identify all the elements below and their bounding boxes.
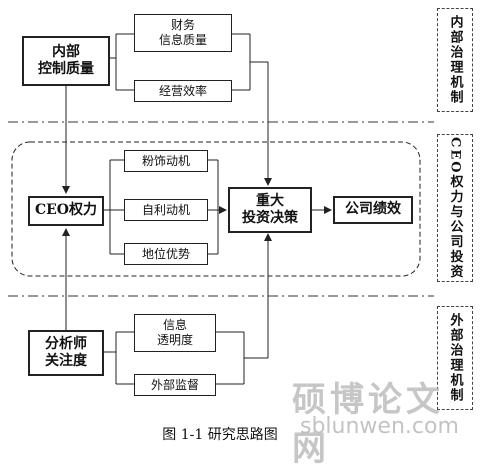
node-motive-self: 自利动机 (124, 199, 208, 221)
diagram-canvas: 内部治理机制 CEO权力与公司投资 外部治理机制 内部 控制质量 财务 信息质量… (8, 8, 473, 469)
node-fin-info: 财务 信息质量 (134, 14, 232, 52)
node-ceo-power: CEO权力 (28, 196, 104, 226)
node-performance: 公司绩效 (333, 196, 413, 224)
ceo-section-frame (11, 141, 421, 277)
watermark-url: sblunwen.com (300, 414, 459, 439)
section-label-internal: 内部治理机制 (437, 8, 473, 112)
node-ext-monitor: 外部监督 (134, 374, 216, 396)
section-label-ceo-text: CEO权力与公司投资 (447, 136, 463, 280)
node-info-trans: 信息 透明度 (134, 314, 216, 352)
section-label-external: 外部治理机制 (437, 306, 473, 410)
node-motive-status: 地位优势 (124, 243, 208, 265)
node-op-eff: 经营效率 (134, 80, 232, 102)
section-label-external-text: 外部治理机制 (447, 313, 463, 403)
connector-layer (8, 33, 434, 385)
figure-caption: 图 1-1 研究思路图 (162, 427, 278, 443)
node-internal-control: 内部 控制质量 (22, 36, 110, 86)
node-major-invest: 重大 投资决策 (228, 187, 312, 233)
node-motive-decor: 粉饰动机 (124, 150, 208, 172)
section-label-ceo: CEO权力与公司投资 (437, 134, 473, 282)
section-label-internal-text: 内部治理机制 (447, 15, 463, 105)
node-analyst: 分析师 关注度 (28, 330, 104, 376)
